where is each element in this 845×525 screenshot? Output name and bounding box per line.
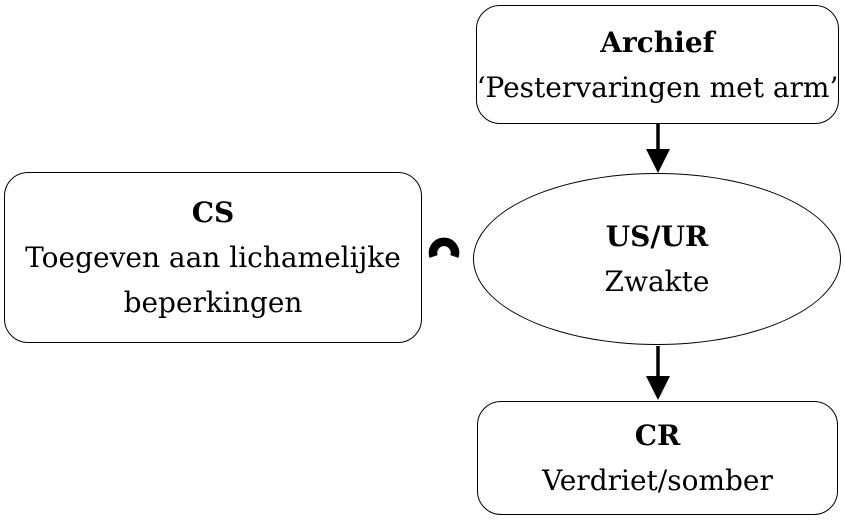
- node-cr: CR Verdriet/somber: [477, 401, 838, 515]
- node-cr-subtitle: Verdriet/somber: [542, 464, 773, 497]
- node-usur: US/UR Zwakte: [473, 173, 841, 345]
- arrow-down-archief-to-usur: [646, 124, 670, 173]
- association-arc-icon: [428, 237, 460, 258]
- node-archief-title: Archief: [600, 25, 715, 59]
- node-archief: Archief ‘Pestervaringen met arm’: [476, 5, 839, 124]
- node-cs: CS Toegeven aan lichamelijke beperkingen: [4, 172, 422, 343]
- node-archief-subtitle: ‘Pestervaringen met arm’: [476, 70, 839, 104]
- node-cs-title: CS: [191, 196, 235, 229]
- node-usur-subtitle: Zwakte: [604, 265, 710, 298]
- node-usur-title: US/UR: [605, 220, 709, 253]
- node-cr-title: CR: [634, 419, 681, 452]
- arrow-down-usur-to-cr: [646, 346, 670, 400]
- node-cs-subtitle: Toegeven aan lichamelijke beperkingen: [25, 241, 401, 319]
